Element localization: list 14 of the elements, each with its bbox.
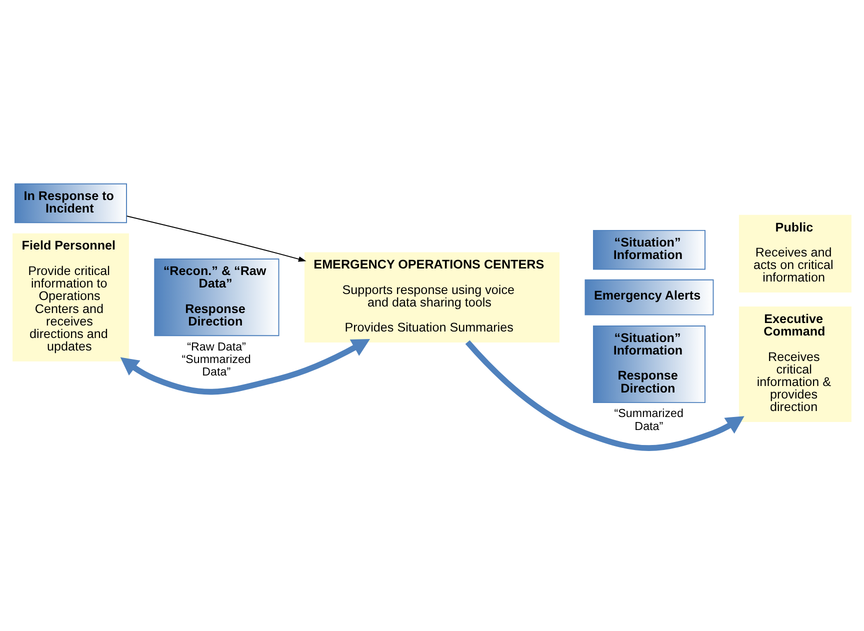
arrow — [465, 340, 744, 450]
arrow — [120, 338, 370, 394]
node-box: Public Receives and acts on critical information — [738, 214, 852, 292]
node-box: “Situation” Information — [592, 229, 706, 270]
arrow — [126, 215, 306, 262]
node-box: In Response to Incident — [14, 182, 127, 223]
edge-label: “Raw Data” “Summarized Data” — [182, 340, 251, 378]
node-box: “Situation” Information Response Direction — [592, 324, 706, 403]
node-box: Executive Command Receives critical information & provides direction — [738, 306, 852, 422]
node-box: EMERGENCY OPERATIONS CENTERS Supports response using voice and data sharing tools Provides Situation Summaries — [304, 252, 560, 342]
node-box: Field Personnel Provide critical information to Operations Centers and receives directions and updates — [12, 232, 129, 361]
node-box: Emergency Alerts — [584, 278, 714, 315]
edge-label: “Summarized Data” — [614, 406, 684, 432]
node-box: “Recon.” & “Raw Data” Response Direction — [154, 258, 280, 336]
